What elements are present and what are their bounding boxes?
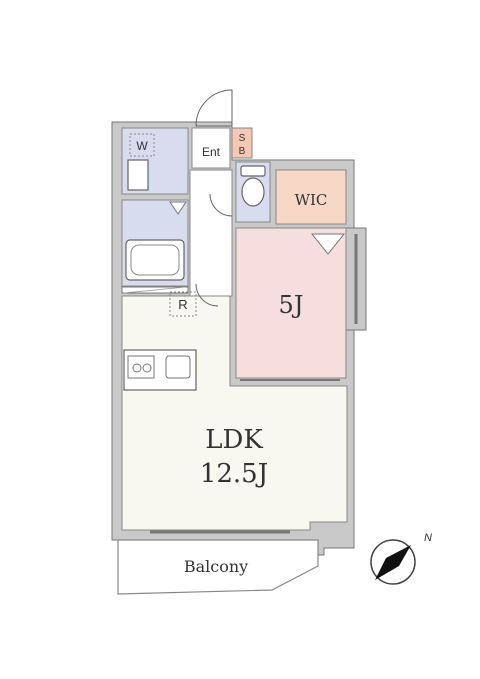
entrance-floor <box>191 127 231 169</box>
kitchen-sink <box>165 355 191 379</box>
entrance-door <box>195 89 233 127</box>
wic-door-mark <box>310 233 346 255</box>
wic-label: WIC <box>295 191 328 209</box>
bath-door-mark <box>169 201 187 215</box>
corridor-door <box>209 193 233 217</box>
bathtub-inner <box>130 244 180 276</box>
storage-shelf-mark <box>123 286 187 294</box>
compass-needle-icon <box>375 545 411 580</box>
shoe-box-label-s: S <box>239 133 246 144</box>
shoe-box-label-b: B <box>239 146 246 157</box>
ldk-name-label: LDK <box>205 425 263 455</box>
corridor-floor <box>189 169 233 297</box>
washer-space <box>129 133 155 157</box>
compass-label: N <box>424 532 432 544</box>
compass: N <box>370 532 432 585</box>
entrance-label: Ent <box>202 145 221 159</box>
refrigerator-space <box>169 291 197 317</box>
stove-burner-2 <box>142 363 152 373</box>
shoe-box <box>231 127 253 159</box>
balcony-floor <box>117 539 319 595</box>
refrigerator-label: R <box>178 297 187 312</box>
bedroom-label: 5J <box>279 291 304 319</box>
bathtub <box>125 239 185 281</box>
toilet-bowl <box>241 177 265 207</box>
washer-label: W <box>136 139 148 153</box>
ldk-door <box>195 283 219 307</box>
toilet-tank <box>240 165 266 177</box>
balcony-label: Balcony <box>184 557 248 576</box>
stove-burner-1 <box>132 363 142 373</box>
wic-floor <box>275 169 347 225</box>
sink-unit <box>127 159 149 191</box>
ldk-area-label: 12.5J <box>200 459 268 489</box>
